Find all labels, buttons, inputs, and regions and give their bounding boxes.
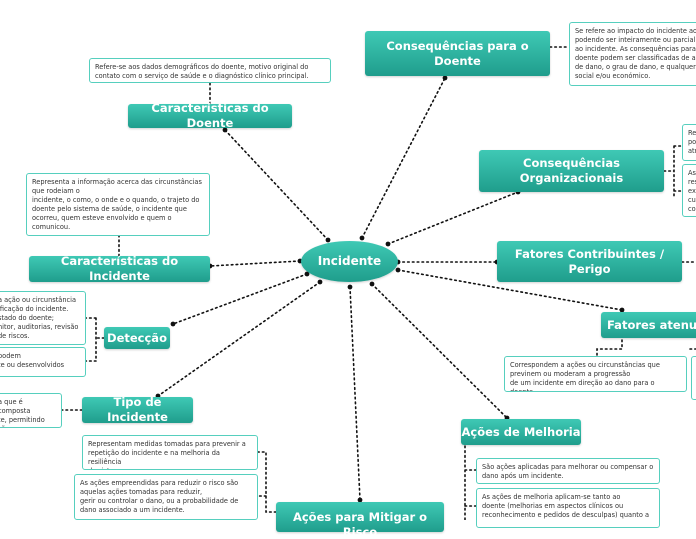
link-note-org — [663, 145, 683, 197]
node-fatores-contribuintes[interactable]: Fatores Contribuintes / Perigo — [497, 241, 682, 282]
note-consequencias-org-2: As res exe cul con — [682, 164, 696, 217]
node-label: Fatores atenua — [607, 317, 696, 332]
note-deteccao-1: a ação ou circunstância ificação do inci… — [0, 291, 86, 345]
node-label: Características do Doente — [151, 101, 269, 130]
node-consequencias-doente[interactable]: Consequências para o Doente — [365, 31, 550, 76]
note-caracteristicas-incidente: Representa a informação acerca das circu… — [26, 173, 210, 236]
note-fatores-atenuantes: Correspondem a ações ou circunstâncias q… — [504, 356, 687, 392]
note-caracteristicas-doente: Refere-se aos dados demográficos do doen… — [89, 58, 331, 83]
central-node-label: Incidente — [317, 253, 382, 268]
note-acoes-melhoria-1: São ações aplicadas para melhorar ou com… — [476, 458, 660, 484]
note-fatores-atenuantes-extra — [691, 356, 696, 400]
node-label: Consequências para o Doente — [386, 38, 529, 68]
link-consequencias-doente — [361, 77, 446, 239]
node-fatores-atenuantes[interactable]: Fatores atenua — [601, 312, 696, 338]
link-tipo-incidente — [157, 281, 321, 397]
link-caracteristicas-incidente — [209, 260, 301, 267]
node-label: Ações de Melhoria — [461, 424, 581, 439]
note-deteccao-2: podem te ou desenvolvidos — [0, 347, 86, 377]
node-label: Fatores Contribuintes / Perigo — [514, 246, 665, 276]
node-acoes-melhoria[interactable]: Ações de Melhoria — [461, 419, 581, 445]
node-acoes-mitigar-risco[interactable]: Ações para Mitigar o Risco — [276, 502, 444, 539]
central-node-incidente[interactable]: Incidente — [301, 241, 398, 282]
link-note-atenuantes — [596, 339, 696, 357]
node-consequencias-organizacionais[interactable]: Consequências Organizacionais — [479, 150, 664, 192]
connector-layer — [61, 46, 696, 520]
link-deteccao — [172, 273, 308, 325]
node-caracteristicas-doente[interactable]: Características do Doente — [128, 101, 292, 130]
link-acoes-melhoria — [371, 283, 508, 419]
link-note-mitigar — [257, 451, 277, 513]
node-deteccao[interactable]: Detecção — [104, 327, 170, 349]
note-acoes-mitigar-1: Representam medidas tomadas para preveni… — [82, 435, 258, 470]
link-fatores-atenuantes — [397, 269, 623, 311]
node-caracteristicas-incidente[interactable]: Características do Incidente — [29, 254, 210, 283]
node-label: Tipo de Incidente — [107, 395, 168, 424]
note-acoes-mitigar-2: As ações empreendidas para reduzir o ris… — [74, 474, 258, 520]
note-consequencias-doente: Se refere ao impacto do incidente ao pod… — [569, 22, 696, 86]
note-tipo-incidente: a que é composta te, permitindo são. — [0, 393, 62, 428]
note-acoes-melhoria-2: As ações de melhoria aplicam-se tanto ao… — [476, 488, 660, 528]
node-label: Ações para Mitigar o Risco — [292, 510, 428, 539]
note-consequencias-org-1: Re po atr — [682, 124, 696, 161]
link-caracteristicas-doente — [224, 129, 329, 241]
node-label: Consequências Organizacionais — [519, 156, 624, 185]
link-note-melhoria — [464, 445, 477, 520]
link-acoes-mitigar — [349, 286, 361, 501]
link-note-deteccao — [85, 317, 105, 362]
link-consequencias-org — [387, 191, 519, 245]
node-label: Características do Incidente — [60, 254, 179, 283]
node-label: Detecção — [107, 330, 167, 345]
node-tipo-incidente[interactable]: Tipo de Incidente — [82, 395, 193, 424]
